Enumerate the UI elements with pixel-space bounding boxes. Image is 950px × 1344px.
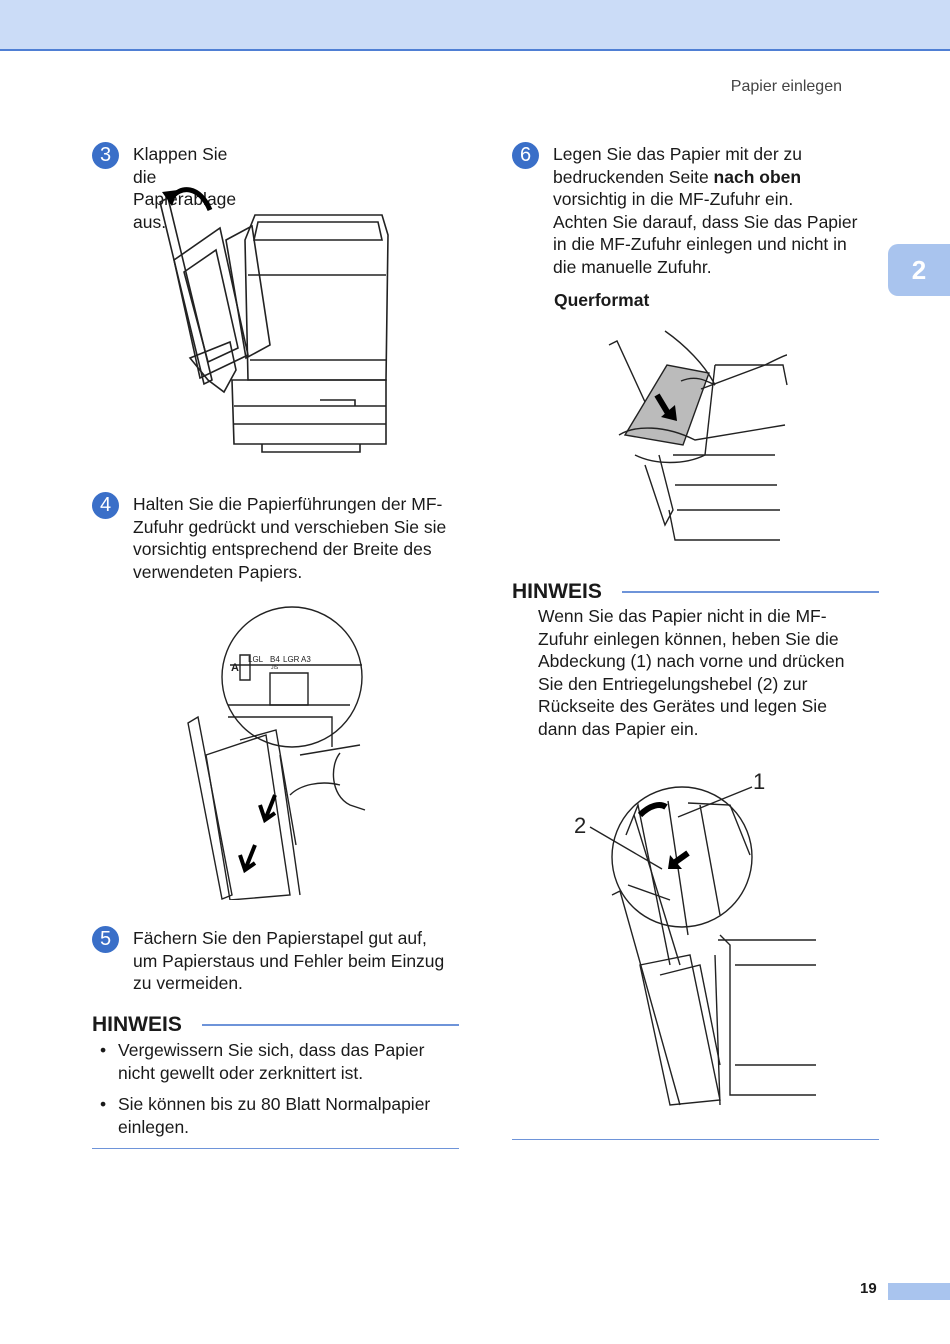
hinweis-end-rule [512,1139,879,1140]
step-text-line: Achten Sie darauf, dass Sie das Papier [553,211,858,232]
hinweis-text: Wenn Sie das Papier nicht in die MF- Zuf… [538,606,845,739]
step-number: 5 [92,926,119,953]
printer-tray-illustration [159,187,389,453]
step-text: Klappen Sie die Papierablage aus. [133,144,237,232]
hinweis-bullet: Vergewissern Sie sich, dass das Papier n… [92,1039,478,1084]
step-text-line: Fächern Sie den Papierstapel gut auf, [133,928,427,948]
paper-loading-illustration [608,330,788,541]
querformat-label: Querformat [554,290,650,310]
guide-label-a: A [231,662,239,674]
step-number: 3 [92,142,119,169]
step-text-line: verwendeten Papiers. [133,561,303,582]
hinweis-bullet: Sie können bis zu 80 Blatt Normalpapier … [92,1093,478,1138]
hinweis-rule [622,591,879,593]
hinweis-heading: HINWEIS [512,580,602,603]
step-text-line: bedruckenden Seite nach oben [553,166,802,187]
step-text-line: zu vermeiden. [133,973,243,993]
chapter-tab: 2 [888,244,950,296]
step-text-line: Halten Sie die Papierführungen der MF- [133,494,443,514]
step-text-line: vorsichtig entsprechend der Breite des [133,539,432,559]
step-text-line: in die MF-Zufuhr einlegen und nicht in [553,234,847,254]
guide-label-b4: B4 [270,655,280,664]
step-text-line: Legen Sie das Papier mit der zu [553,144,803,164]
page-number-bar [888,1283,950,1300]
guide-label-lgr: LGR [283,655,300,664]
guide-label-lgl: LGL [248,655,264,664]
step-text-line: die manuelle Zufuhr. [553,256,712,277]
hinweis-rule [202,1024,459,1026]
hinweis-heading: HINWEIS [92,1013,182,1036]
step-number: 6 [512,142,539,169]
guide-label-a3: A3 [301,655,311,664]
step-text-line: um Papierstaus und Fehler beim Einzug [133,950,445,971]
paper-guide-illustration: LGL B4 JIS LGR A3 A [187,606,366,900]
step-number: 4 [92,492,119,519]
page-number: 19 [860,1280,877,1297]
guide-label-jis: JIS [271,665,279,671]
header-band [0,0,950,51]
step-text-line: vorsichtig in die MF-Zufuhr ein. [553,189,794,209]
section-title: Papier einlegen [730,78,842,95]
hinweis-end-rule [92,1148,459,1149]
release-lever-illustration: 1 2 [574,769,816,1106]
callout-1: 1 [753,769,765,794]
step-text-line: Zufuhr gedrückt und verschieben Sie sie [133,516,447,537]
callout-2: 2 [574,813,586,838]
